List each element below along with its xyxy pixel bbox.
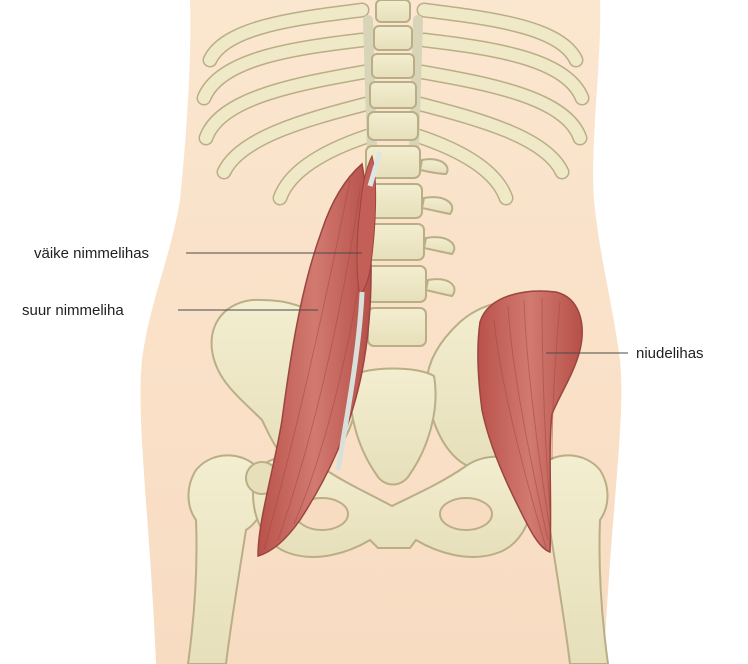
label-psoas-minor: väike nimmelihas bbox=[34, 246, 149, 261]
label-iliacus: niudelihas bbox=[636, 346, 704, 361]
label-psoas-major: suur nimmeliha bbox=[22, 303, 124, 318]
